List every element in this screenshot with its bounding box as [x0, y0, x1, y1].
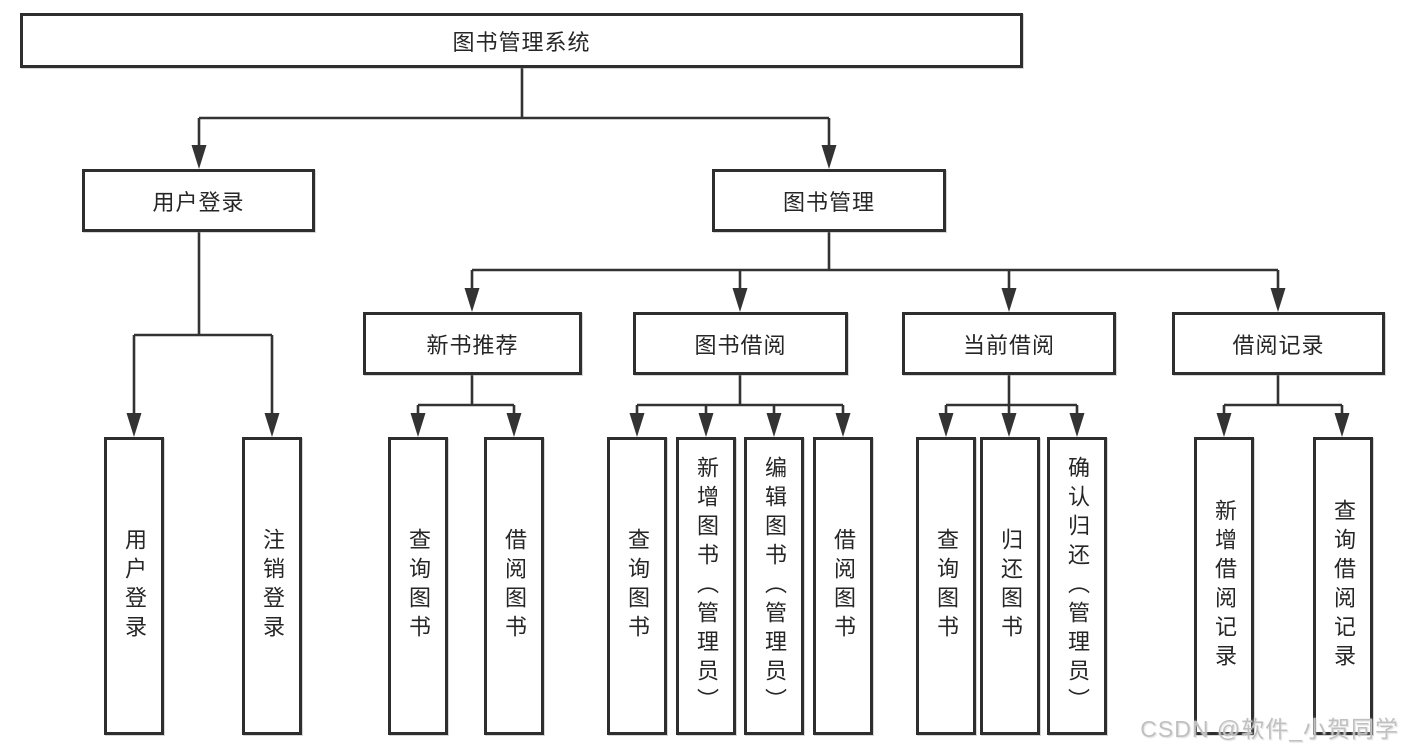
arrowhead-icon — [698, 413, 714, 437]
arrowhead-icon — [264, 413, 280, 437]
arrowhead-icon — [410, 413, 426, 437]
leaf-confirm-return-admin: 确认归还（管理员） — [1047, 437, 1107, 735]
node-borrow-records: 借阅记录 — [1172, 312, 1385, 375]
leaf-borrow-books: 借阅图书 — [813, 437, 873, 735]
leaf-query-borrow-record: 查询借阅记录 — [1313, 437, 1373, 735]
arrowhead-icon — [1216, 413, 1232, 437]
arrowhead-icon — [938, 413, 954, 437]
arrowhead-icon — [126, 413, 142, 437]
connector-bookmgmt-to-level3 — [470, 232, 1280, 291]
node-current-borrow: 当前借阅 — [902, 312, 1116, 375]
arrowhead-icon — [1270, 288, 1286, 312]
arrowhead-icon — [821, 145, 837, 169]
leaf-query-books-current: 查询图书 — [916, 437, 976, 735]
arrowhead-icon — [1334, 413, 1350, 437]
arrowhead-icon — [464, 288, 480, 312]
connector-newbook-to-leaves — [416, 375, 516, 416]
leaf-add-book-admin: 新增图书（管理员） — [676, 437, 736, 735]
leaf-user-login: 用户登录 — [104, 437, 164, 735]
arrowhead-icon — [835, 413, 851, 437]
node-book-borrow: 图书借阅 — [633, 312, 848, 375]
csdn-watermark: CSDN @软件_小贺同学 — [1140, 716, 1399, 742]
arrowhead-icon — [506, 413, 522, 437]
leaf-query-books-borrow: 查询图书 — [607, 437, 667, 735]
leaf-logout: 注销登录 — [242, 437, 302, 735]
arrowhead-icon — [732, 288, 748, 312]
leaf-edit-book-admin: 编辑图书（管理员） — [744, 437, 804, 735]
arrowhead-icon — [629, 413, 645, 437]
connector-borrowrecords-to-leaves — [1222, 375, 1344, 416]
arrowhead-icon — [766, 413, 782, 437]
node-book-management: 图书管理 — [712, 169, 946, 232]
node-root-system: 图书管理系统 — [20, 13, 1023, 68]
arrowhead-icon — [1001, 288, 1017, 312]
leaf-add-borrow-record: 新增借阅记录 — [1194, 437, 1254, 735]
connector-userlogin-to-leaves — [132, 232, 274, 416]
connector-bookborrow-to-leaves — [635, 375, 845, 416]
leaf-borrow-books-recommend: 借阅图书 — [484, 437, 544, 735]
leaf-query-books-recommend: 查询图书 — [388, 437, 448, 735]
node-user-login: 用户登录 — [82, 169, 315, 232]
leaf-return-books: 归还图书 — [980, 437, 1040, 735]
connector-currentborrow-to-leaves — [944, 375, 1079, 416]
connector-root-to-level2 — [197, 68, 831, 148]
arrowhead-icon — [1069, 413, 1085, 437]
node-new-book-recommend: 新书推荐 — [363, 312, 582, 375]
arrowhead-icon — [1001, 413, 1017, 437]
arrowhead-icon — [191, 145, 207, 169]
